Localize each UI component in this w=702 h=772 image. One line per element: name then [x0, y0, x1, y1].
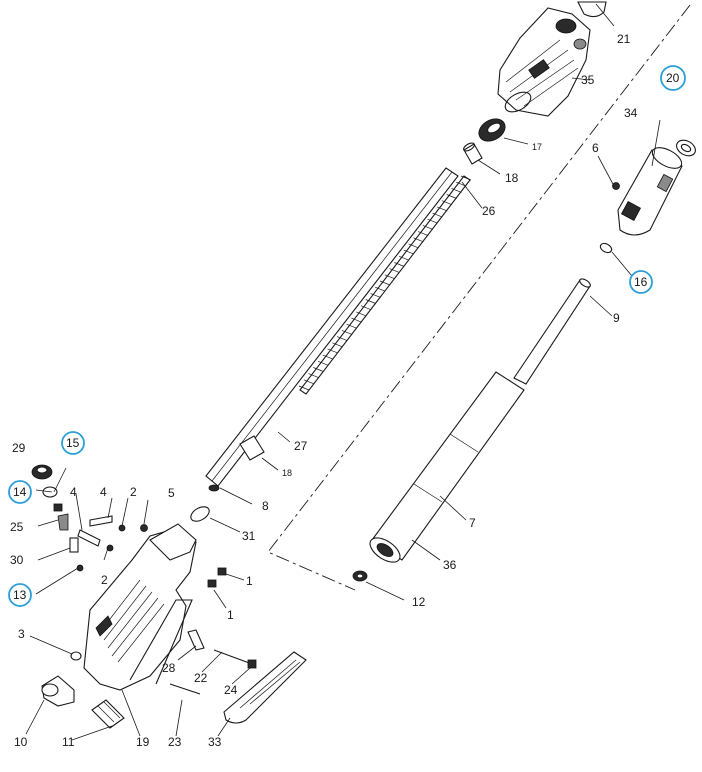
highlight-ring-20 [660, 65, 686, 91]
callout-22: 22 [194, 671, 208, 685]
callout-35: 35 [581, 73, 595, 87]
callout-labels: 21 35 20 34 17 6 18 26 16 9 27 18 8 31 7… [10, 32, 680, 749]
callout-6: 6 [592, 141, 599, 155]
leader-lines [25, 3, 661, 741]
callout-17: 17 [532, 142, 542, 152]
part-5-nut [140, 524, 148, 532]
callout-13: 13 [13, 588, 27, 602]
part-36-end-cap [369, 537, 401, 563]
part-27-guide-tube [205, 167, 459, 487]
part-10-elbow-fitting [41, 675, 75, 707]
highlight-rings [8, 65, 686, 607]
callout-7: 7 [469, 516, 476, 530]
part-34-sleeve [617, 147, 683, 236]
callout-2a: 2 [130, 485, 137, 499]
callout-16: 16 [634, 275, 648, 289]
part-28-pin [187, 629, 205, 651]
callout-12: 12 [412, 595, 426, 609]
part-4-screw-upper [89, 515, 113, 527]
callout-20: 20 [666, 71, 680, 85]
callout-8: 8 [262, 499, 269, 513]
callout-25: 25 [10, 520, 24, 534]
part-4-screw-lower [77, 529, 101, 547]
callout-36: 36 [443, 558, 457, 572]
part-19-handle-housing [83, 523, 197, 691]
part-3-o-ring [70, 651, 82, 661]
assembly-axis-right [267, 4, 691, 591]
part-21-housing [577, 1, 607, 18]
callout-31: 31 [242, 529, 256, 543]
callout-18b: 18 [282, 468, 292, 478]
callout-4b: 4 [70, 485, 77, 499]
callout-24: 24 [224, 683, 238, 697]
callout-27: 27 [294, 439, 308, 453]
callout-34: 34 [624, 106, 638, 120]
highlight-ring-13 [8, 583, 32, 607]
callout-11: 11 [62, 735, 75, 749]
callout-29: 29 [12, 441, 26, 455]
callout-18a: 18 [505, 171, 519, 185]
part-30-fitting [69, 537, 79, 553]
part-1-nut-lower [207, 579, 217, 588]
highlight-ring-15 [61, 431, 85, 455]
part-9-inner-tube [513, 278, 591, 385]
callout-30: 30 [10, 553, 24, 567]
callout-15: 15 [66, 436, 80, 450]
part-24-screw [247, 659, 257, 669]
part-18-coupling-lower [239, 435, 265, 461]
part-6-screw [612, 182, 620, 190]
part-20-ring [676, 139, 696, 157]
callout-19: 19 [136, 735, 150, 749]
part-17-bearing [478, 118, 506, 142]
callout-33: 33 [208, 735, 222, 749]
part-13-nut [76, 564, 84, 572]
part-1-nut-upper [217, 567, 227, 576]
callout-1b: 1 [227, 608, 234, 622]
callout-4a: 4 [100, 485, 107, 499]
part-29-cap [31, 464, 53, 480]
part-33-trigger-lever [223, 651, 307, 724]
part-35-gear-head [497, 7, 591, 117]
callout-9: 9 [613, 311, 620, 325]
highlight-ring-14 [8, 480, 32, 504]
callout-21: 21 [617, 32, 631, 46]
part-23-pin [169, 683, 201, 695]
part-18-coupling-upper [463, 142, 483, 165]
callout-28: 28 [162, 661, 176, 675]
callout-10: 10 [14, 735, 28, 749]
part-15-washer [42, 486, 58, 498]
callout-2b: 2 [101, 573, 108, 587]
part-26-spring-chain [298, 175, 472, 395]
callout-14: 14 [13, 485, 27, 499]
part-16-o-ring [599, 242, 613, 254]
part-12-nut [352, 570, 368, 582]
callout-5: 5 [168, 486, 175, 500]
part-7-outer-tube [371, 371, 525, 561]
callout-3: 3 [18, 627, 25, 641]
callout-23: 23 [168, 735, 182, 749]
highlight-ring-16 [629, 270, 653, 294]
part-11-quick-coupler [91, 699, 125, 729]
part-14-nut [53, 503, 63, 512]
part-25-spring [57, 513, 69, 531]
callout-26: 26 [482, 204, 496, 218]
callout-1a: 1 [246, 574, 253, 588]
part-22-rod [213, 649, 253, 665]
part-2-washer-lower [106, 544, 114, 552]
part-8-shaft-end [190, 484, 220, 522]
